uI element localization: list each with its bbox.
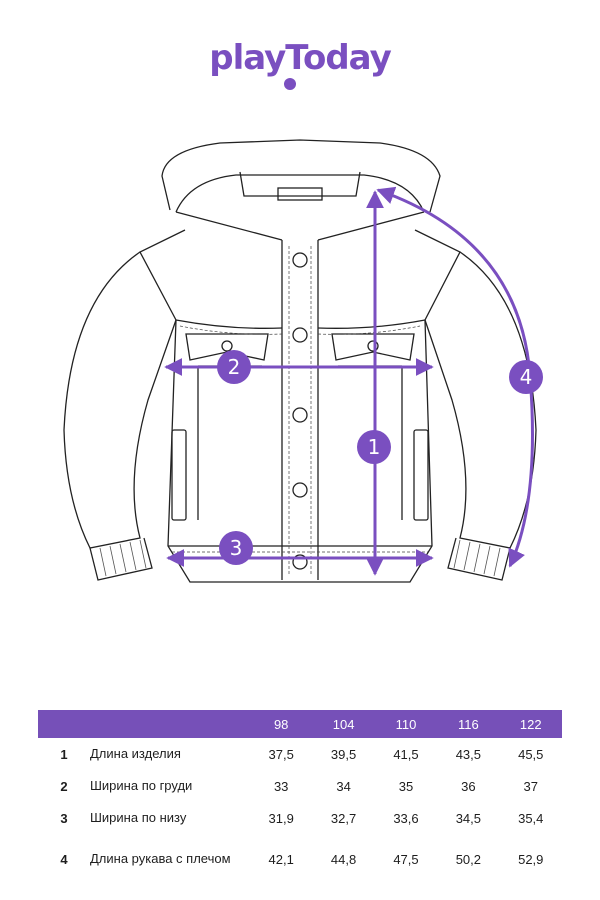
size-table: 98 104 110 116 122 1 Длина изделия 37,5 … [38,710,562,884]
table-cell: 45,5 [518,746,544,762]
table-row: 3 Ширина по низу 31,9 32,7 33,6 34,5 35,… [38,802,562,834]
size-104: 104 [332,716,355,732]
table-cell: 47,5 [393,851,419,867]
table-cell: 35,4 [518,810,544,826]
table-cell: 41,5 [393,746,419,762]
table-row: 4 Длина рукава с плечом 42,1 44,8 47,5 5… [38,834,562,884]
row-label: Ширина по низу [90,810,187,825]
row-number: 4 [60,851,68,867]
snap-buttons [221,252,379,570]
svg-text:4: 4 [520,365,533,389]
table-cell: 52,9 [518,851,544,867]
table-cell: 34 [336,778,351,794]
table-cell: 42,1 [268,851,294,867]
badge-2: 2 [217,350,251,384]
table-cell: 33,6 [393,810,419,826]
badge-4: 4 [509,360,543,394]
table-cell: 43,5 [455,746,482,762]
size-table-header: 98 104 110 116 122 [38,710,562,738]
jacket-outline [63,139,537,583]
size-98: 98 [273,716,289,732]
table-cell: 44,8 [330,851,357,867]
table-cell: 36 [461,778,476,794]
table-cell: 32,7 [330,810,357,826]
badge-1: 1 [357,430,391,464]
table-cell: 39,5 [330,746,357,762]
table-cell: 33 [273,778,289,794]
table-row: 1 Длина изделия 37,5 39,5 41,5 43,5 45,5 [38,738,562,770]
svg-text:1: 1 [368,435,381,459]
svg-text:2: 2 [228,355,241,379]
table-cell: 35 [398,778,414,794]
table-cell: 34,5 [455,810,482,826]
row-label: Длина изделия [90,746,181,761]
brand-logo: playToday [209,38,392,78]
row-label: Ширина по груди [90,778,193,793]
row-label: Длина рукава с плечом [90,851,231,866]
table-cell: 37 [523,778,538,794]
size-116: 116 [458,716,479,732]
svg-text:3: 3 [230,536,243,560]
size-122: 122 [519,716,542,732]
row-number: 1 [60,746,68,762]
row-number: 3 [60,810,68,826]
table-cell: 31,9 [268,810,294,826]
badge-3: 3 [219,531,253,565]
table-row: 2 Ширина по груди 33 34 35 36 37 [38,770,562,802]
row-number: 2 [60,778,68,794]
jacket-sketch: 1 2 3 4 [63,139,543,583]
logo-dot [284,78,296,90]
table-cell: 50,2 [455,851,482,867]
table-cell: 37,5 [268,746,294,762]
size-110: 110 [395,716,417,732]
